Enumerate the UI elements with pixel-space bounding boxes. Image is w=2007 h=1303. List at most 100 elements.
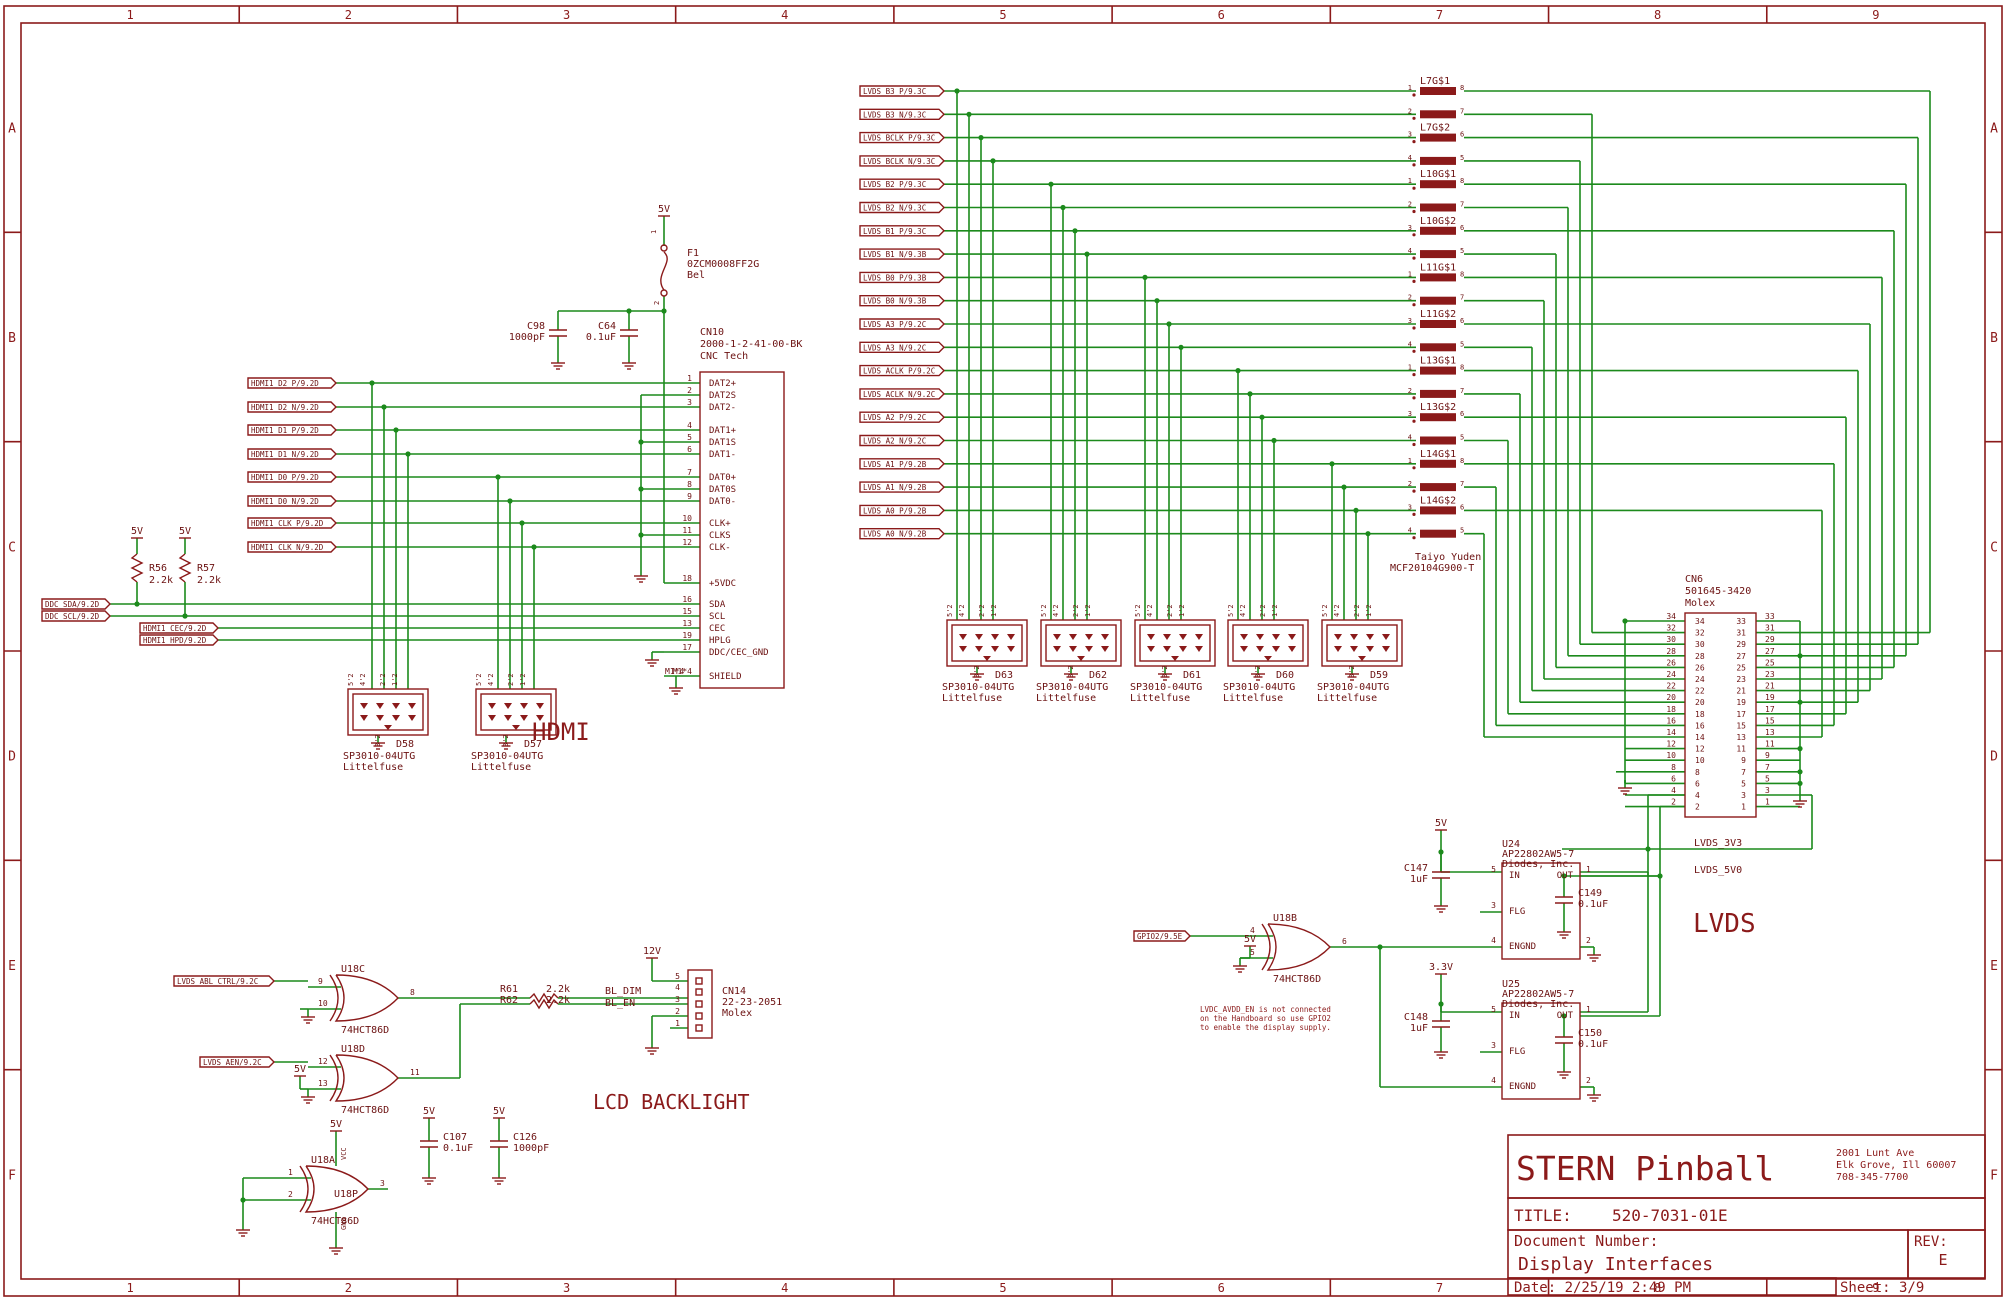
column-label: 1 (126, 8, 133, 22)
diode-symbol (1179, 634, 1187, 640)
choke-pin: 8 (1460, 364, 1464, 372)
net-port (247, 517, 337, 529)
choke-dot (1412, 233, 1416, 237)
gate-pin: 11 (410, 1068, 420, 1077)
tvs-pin-label: 5'2 (946, 604, 954, 617)
resistor-value: 2.2k (149, 575, 173, 586)
switch-pin: 3 (1491, 1041, 1496, 1050)
switch-pin: 1 (1586, 1005, 1591, 1014)
connector-pin-name: CEC (709, 624, 725, 634)
fuse-symbol (660, 251, 668, 291)
supply-label: 3.3V (1429, 962, 1453, 973)
net-label: BL_EN (605, 998, 635, 1009)
switch-mfr: Diodes, Inc. (1502, 859, 1574, 870)
tvs-diode-array (1040, 619, 1122, 667)
tvs-diode-array (1321, 619, 1403, 667)
connector-pin-number: 8 (1671, 763, 1676, 772)
junction-dot (638, 486, 644, 492)
diode-symbol (1272, 646, 1280, 652)
title-block-cell (1507, 1197, 1986, 1231)
net-port (247, 401, 337, 413)
junction-dot (1622, 618, 1628, 624)
choke-pin: 6 (1460, 410, 1464, 418)
connector-mfr: Molex (722, 1008, 752, 1019)
tvs-ref: D62 (1089, 670, 1107, 681)
tvs-pin-label: 2'2 (1353, 604, 1361, 617)
common-mode-choke (1420, 483, 1456, 492)
net-port (41, 610, 111, 622)
net-port (247, 495, 337, 507)
column-label: 9 (1872, 1281, 1879, 1295)
cap-ref: C107 (443, 1132, 467, 1143)
inner-border (20, 22, 1986, 1280)
choke-pin: 3 (1408, 131, 1412, 139)
resistor-symbol (529, 998, 559, 1010)
connector-pin-name: 7 (1741, 768, 1746, 777)
tvs-pin-label: 5'2 (1134, 604, 1142, 617)
tvs-mfr: Littelfuse (1223, 693, 1283, 704)
xor-back-curve (329, 1054, 339, 1102)
net-port (859, 481, 945, 493)
power-switch-body (1501, 862, 1581, 960)
tvs-diode-array (946, 619, 1028, 667)
supply-label: 5V (658, 204, 670, 215)
connector-pin-number: 9 (687, 492, 692, 501)
choke-part: MCF20104G900-T (1390, 563, 1474, 574)
net-port (247, 424, 337, 436)
connector-pin-name: DAT0S (709, 485, 736, 495)
net-port-label: HDMI1_HPD/9.2D (143, 636, 207, 645)
junction-dot (1797, 769, 1803, 775)
tvs-part: SP3010-04UTG (471, 751, 543, 762)
tvs-pin-label: 2'2 (1166, 604, 1174, 617)
connector-pin-number: 16 (1666, 716, 1676, 725)
common-mode-choke (1420, 110, 1456, 119)
choke-pin: 4 (1408, 434, 1412, 442)
junction-dot (638, 532, 644, 538)
cap-value: 0.1uF (586, 332, 616, 343)
net-port (859, 388, 945, 400)
connector-pin-name: 31 (1736, 629, 1746, 638)
diode-symbol (1195, 646, 1203, 652)
connector-pin-name: 29 (1736, 640, 1746, 649)
net-port (859, 364, 945, 377)
tvs-mfr: Littelfuse (1130, 693, 1190, 704)
section-title-hdmi: HDMI (532, 718, 590, 746)
diode-symbol (983, 656, 991, 661)
net-port (859, 295, 945, 307)
connector-pin-number: 30 (1666, 635, 1676, 644)
choke-dot (1412, 186, 1416, 190)
net-port-label: LVDS_BCLK_N/9.3C (863, 157, 935, 166)
choke-dot (1412, 116, 1416, 120)
net-port-label: LVDS_AEN/9.2C (203, 1058, 262, 1067)
gate-part: 74HCT86D (311, 1216, 359, 1227)
diode-symbol (1240, 646, 1248, 652)
net-port-label: LVDS_ACLK_N/9.2C (863, 390, 935, 399)
tvs-mfr: Littelfuse (1317, 693, 1377, 704)
supply-label: 5V (423, 1106, 435, 1117)
junction-dot (240, 1197, 246, 1203)
common-mode-choke (1420, 343, 1456, 352)
column-label: 4 (781, 8, 788, 22)
choke-dot (1412, 466, 1416, 470)
net-port (859, 411, 945, 423)
connector-pin-number: 19 (682, 631, 692, 640)
connector-pin-name: CLK- (709, 543, 731, 553)
xor-gate-body (334, 974, 399, 1022)
choke-pin: 6 (1460, 317, 1464, 325)
connector-pin-number: 6 (687, 445, 692, 454)
connector-pin-name: 4 (1695, 791, 1700, 800)
diode-symbol (975, 634, 983, 640)
connector-pin-number: 4 (1671, 786, 1676, 795)
connector-part: 22-23-2051 (722, 997, 782, 1008)
connector-pin-name: DAT2S (709, 391, 736, 401)
column-label: 5 (999, 1281, 1006, 1295)
connector-pin-number: 20 (1666, 693, 1676, 702)
diode-symbol (1069, 634, 1077, 640)
connector-pin-number: 7 (1765, 763, 1770, 772)
choke-pin: 4 (1408, 247, 1412, 255)
diode-symbol (1195, 634, 1203, 640)
diode-symbol (1288, 646, 1296, 652)
net-port (859, 434, 945, 447)
choke-ref: L10G$1 (1420, 169, 1456, 180)
column-label: 2 (345, 1281, 352, 1295)
